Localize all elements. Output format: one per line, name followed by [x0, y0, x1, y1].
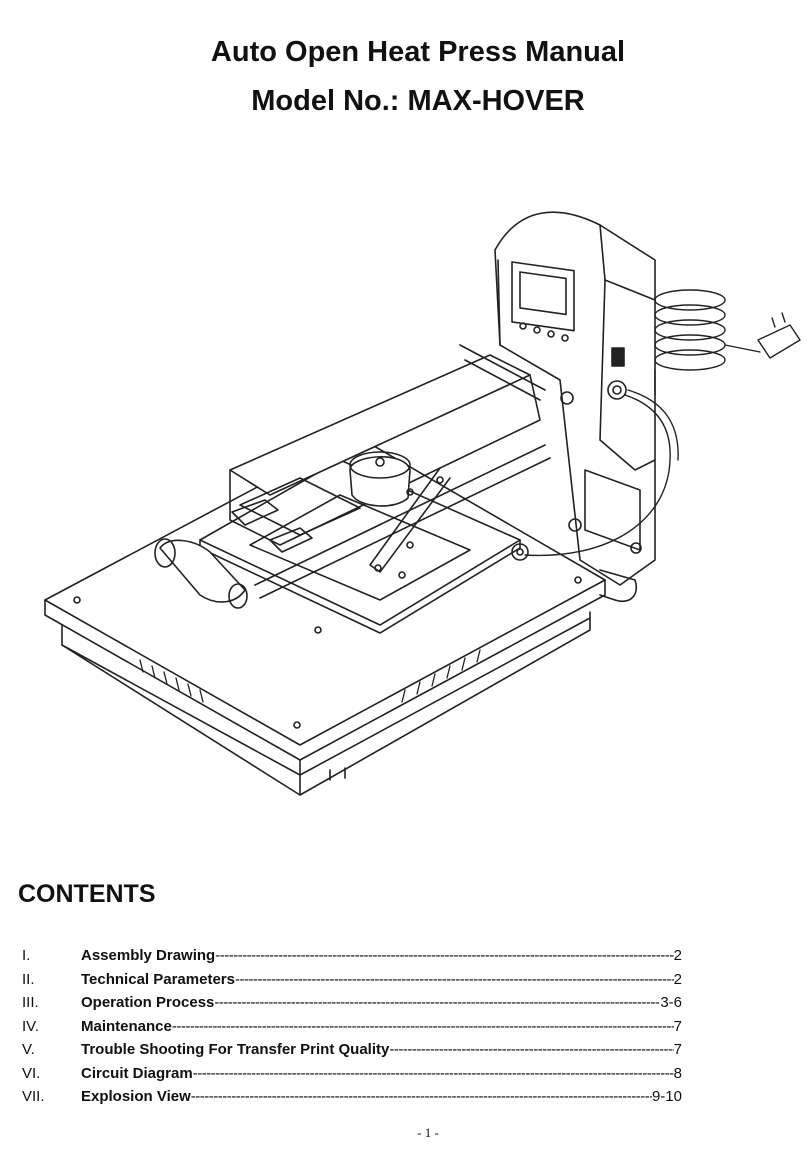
toc-page: 7	[673, 1017, 682, 1035]
toc-leader	[172, 1015, 674, 1039]
toc-leader	[193, 1062, 674, 1086]
toc-label: Assembly Drawing	[81, 947, 216, 964]
heat-press-illustration	[44, 211, 801, 796]
toc-entry[interactable]: V. Trouble Shooting For Transfer Print Q…	[22, 1038, 682, 1062]
power-cord	[524, 289, 801, 557]
toc-entry[interactable]: III. Operation Process 3-6	[22, 991, 682, 1015]
press-arm	[154, 344, 551, 609]
toc-number: III.	[22, 994, 39, 1011]
toc-label: Technical Parameters	[81, 970, 235, 988]
toc-leader	[215, 944, 673, 968]
toc-page: 2	[673, 947, 682, 964]
toc-page: 2	[673, 970, 682, 988]
toc-label: Circuit Diagram	[81, 1064, 193, 1082]
toc-page: 9-10	[651, 1088, 682, 1105]
toc-number: II.	[22, 970, 35, 988]
toc-entry[interactable]: II. Technical Parameters 2	[22, 968, 682, 992]
toc-page: 8	[673, 1064, 682, 1082]
toc-number: V.	[22, 1041, 35, 1058]
toc-number: VI.	[22, 1064, 41, 1082]
toc-leader	[389, 1038, 673, 1062]
toc-page: 3-6	[660, 994, 682, 1011]
toc-label: Maintenance	[81, 1017, 172, 1035]
toc-leader	[235, 968, 674, 992]
table-of-contents: I. Assembly Drawing 2 II. Technical Para…	[22, 944, 682, 1109]
toc-number: VII.	[22, 1088, 45, 1105]
toc-entry[interactable]: I. Assembly Drawing 2	[22, 944, 682, 968]
document-title: Auto Open Heat Press Manual	[210, 36, 626, 68]
toc-number: IV.	[22, 1017, 39, 1035]
toc-label: Operation Process	[81, 994, 215, 1011]
toc-page: 7	[673, 1041, 682, 1058]
toc-leader	[191, 1085, 652, 1109]
toc-entry[interactable]: VII. Explosion View 9-10	[22, 1085, 682, 1109]
contents-heading: CONTENTS	[18, 880, 156, 908]
toc-label: Trouble Shooting For Transfer Print Qual…	[81, 1041, 390, 1058]
toc-label: Explosion View	[81, 1088, 191, 1105]
page-number: - 1 -	[417, 1125, 439, 1140]
control-housing	[494, 211, 656, 602]
toc-entry[interactable]: VI. Circuit Diagram 8	[22, 1062, 682, 1086]
toc-leader	[214, 991, 660, 1015]
model-number: Model No.: MAX-HOVER	[251, 85, 585, 117]
toc-entry[interactable]: IV. Maintenance 7	[22, 1015, 682, 1039]
toc-number: I.	[22, 947, 31, 964]
